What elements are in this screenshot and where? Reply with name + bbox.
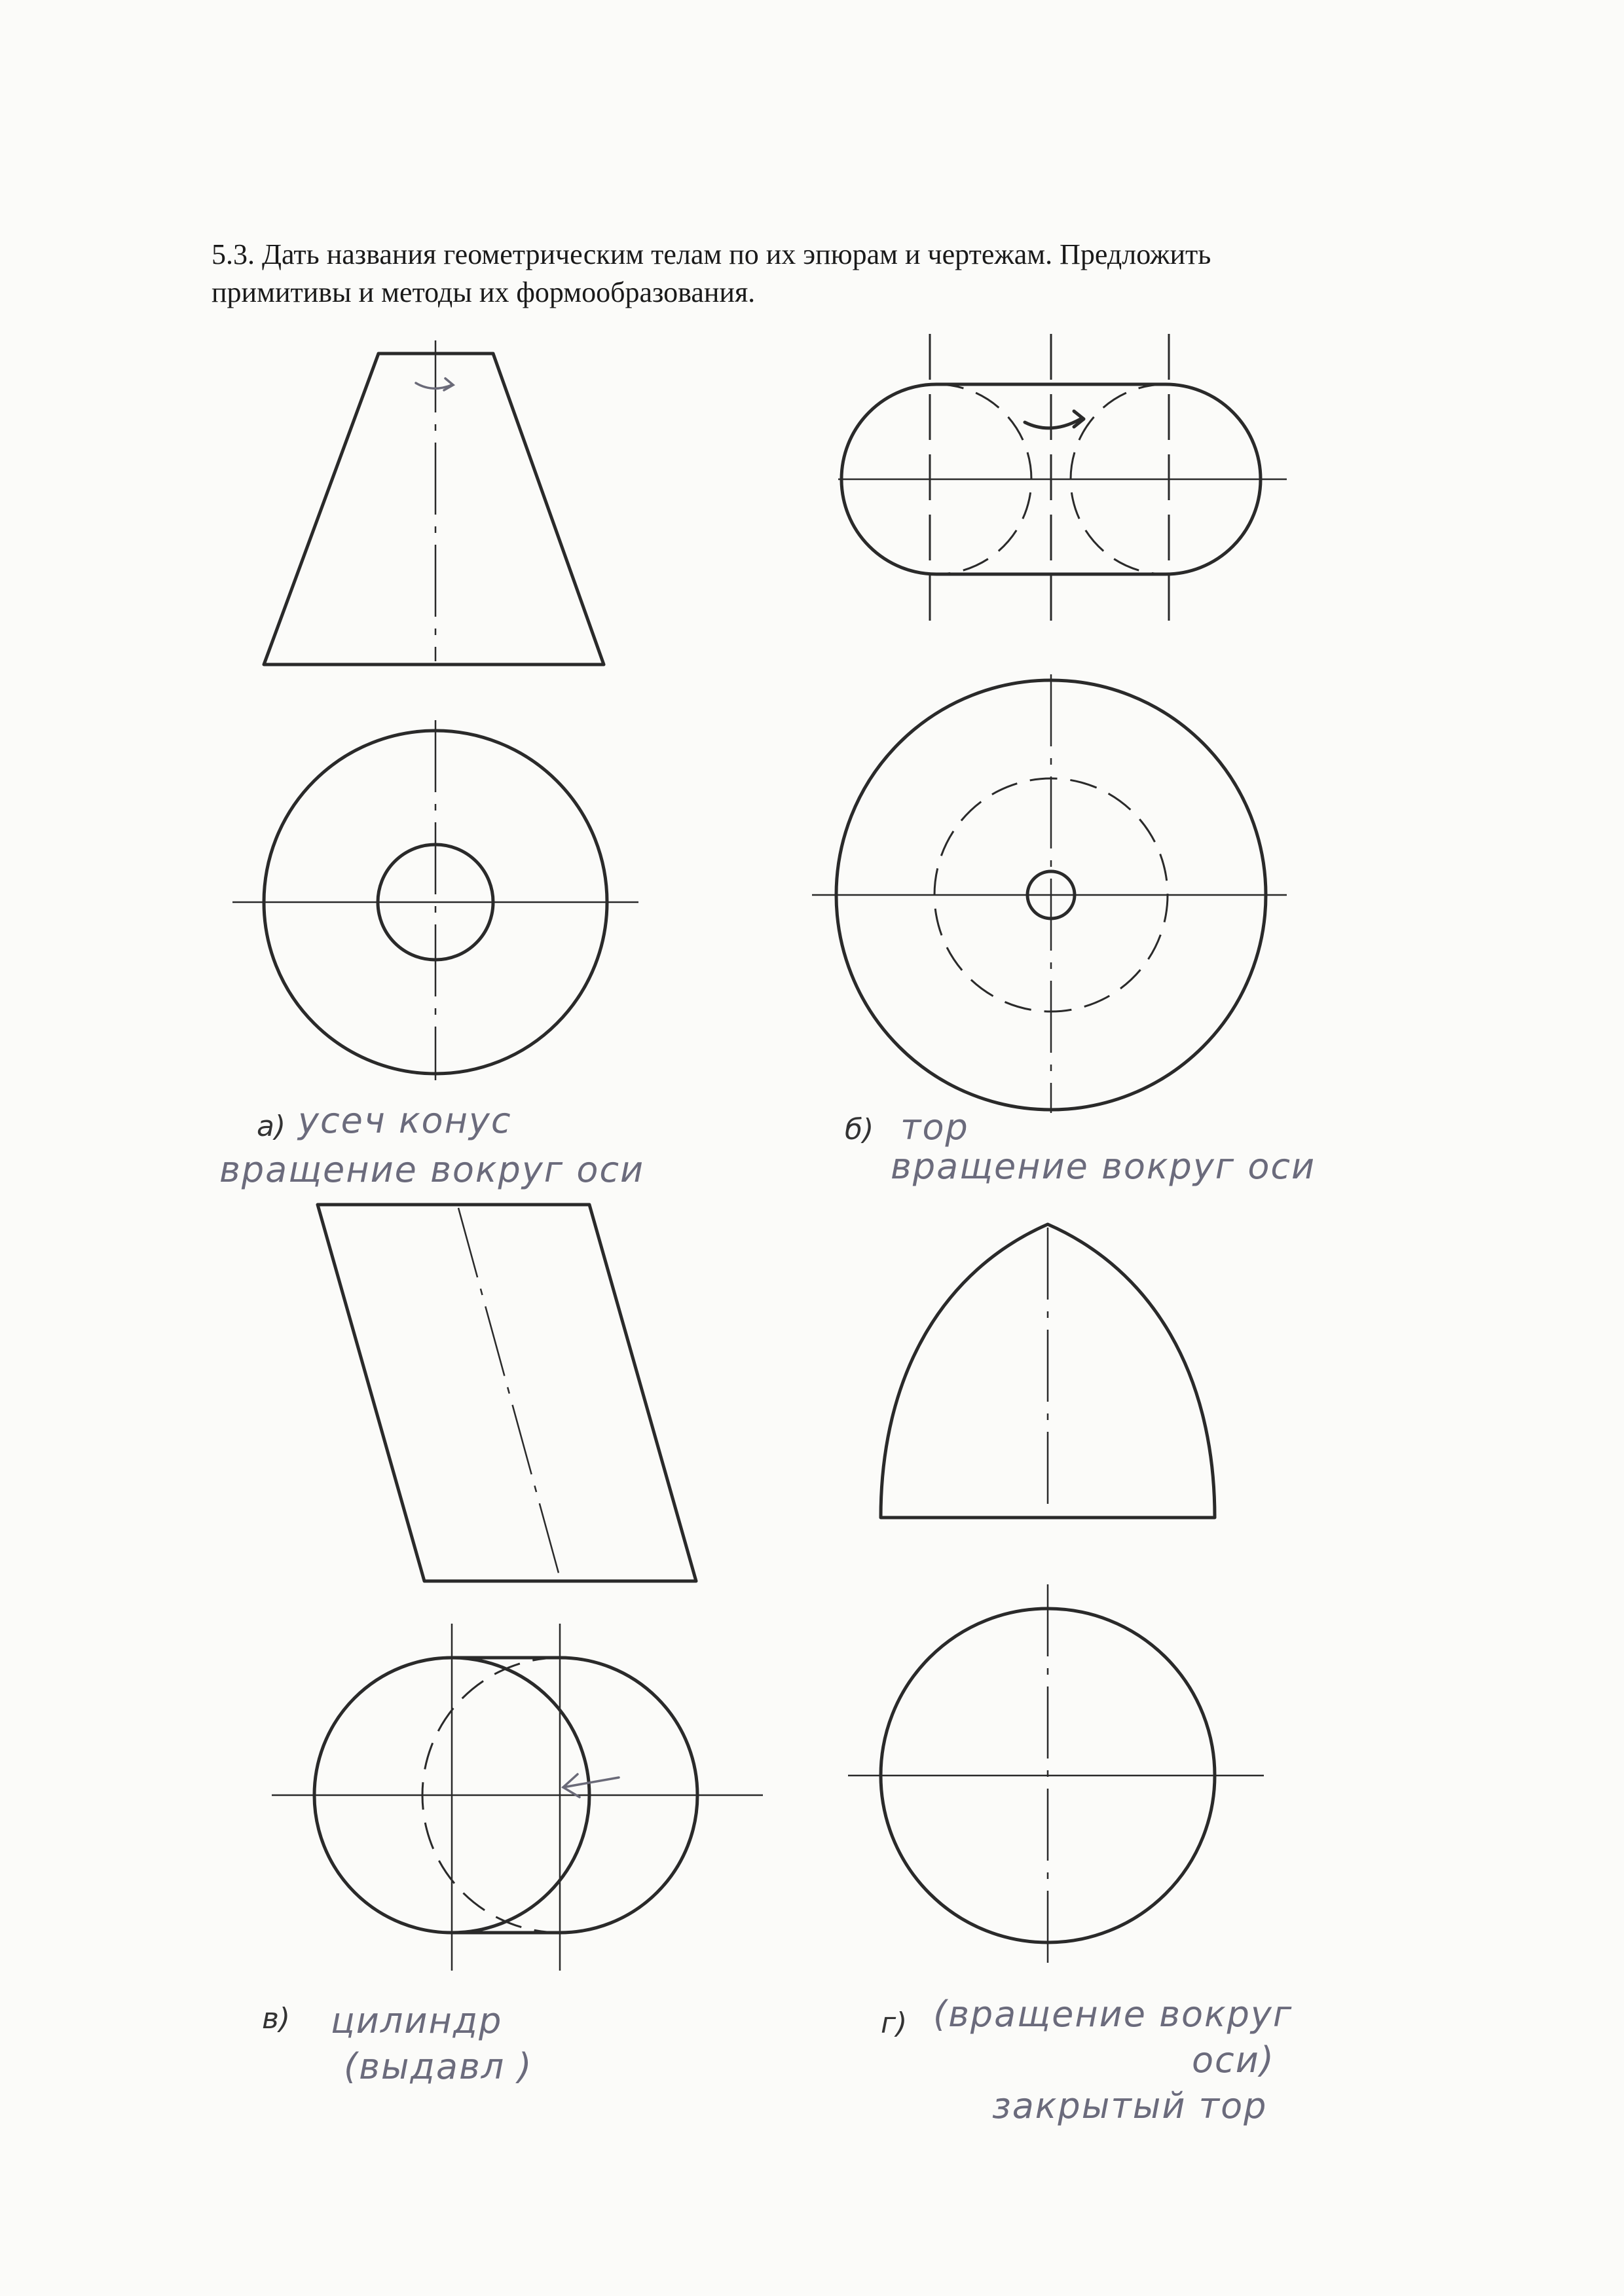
- rotation-arrow-icon-b: [1023, 417, 1082, 430]
- figure-a-label: а): [257, 1110, 286, 1143]
- figure-a-front-view: [262, 340, 606, 666]
- figure-g-front-view: [879, 1222, 1217, 1520]
- ogive-outline: [879, 1222, 1217, 1520]
- figure-v-front-view: [316, 1203, 698, 1583]
- rotation-arrowhead-icon: [443, 377, 456, 392]
- figure-a-note-1: усеч конус: [298, 1100, 512, 1141]
- task-heading: 5.3. Дать названия геометрическим телам …: [212, 236, 1430, 312]
- figure-v-note-2: (выдавл ): [344, 2046, 533, 2087]
- figure-v-label: в): [262, 2002, 291, 2035]
- figure-b-top-view: [812, 674, 1287, 1113]
- pencil-arrowhead-icon: [561, 1773, 581, 1798]
- figure-a-top-view: [232, 720, 638, 1080]
- figure-g-note-1: (вращение вокруг: [933, 1994, 1293, 2035]
- task-heading-line-1: 5.3. Дать названия геометрическим телам …: [212, 238, 1211, 270]
- figure-v-axis: [457, 1207, 561, 1578]
- figure-b-front-view: [838, 334, 1287, 632]
- task-heading-line-2: примитивы и методы их формообразования.: [212, 276, 756, 308]
- figure-g-top-view: [848, 1584, 1264, 1964]
- figure-b-note-2: вращение вокруг оси: [891, 1146, 1316, 1187]
- rotation-arrowhead-icon-b: [1072, 409, 1086, 429]
- figure-v-note-1: цилиндр: [331, 2000, 503, 2041]
- figure-g-note-2: оси): [1192, 2039, 1275, 2081]
- figure-g-label: г): [881, 2007, 908, 2040]
- figure-v-top-view: [272, 1624, 763, 1971]
- figure-g-note-3: закрытый тор: [992, 2085, 1268, 2126]
- figure-a-note-2: вращение вокруг оси: [219, 1149, 645, 1190]
- figure-b-note-1: тор: [900, 1106, 969, 1148]
- truncated-cone-trapezoid: [262, 352, 606, 666]
- figure-b-label: б): [845, 1113, 874, 1146]
- oblique-cylinder-parallelogram: [316, 1203, 698, 1583]
- pencil-arrow-icon: [562, 1776, 620, 1789]
- rotation-arrow-icon: [415, 382, 453, 390]
